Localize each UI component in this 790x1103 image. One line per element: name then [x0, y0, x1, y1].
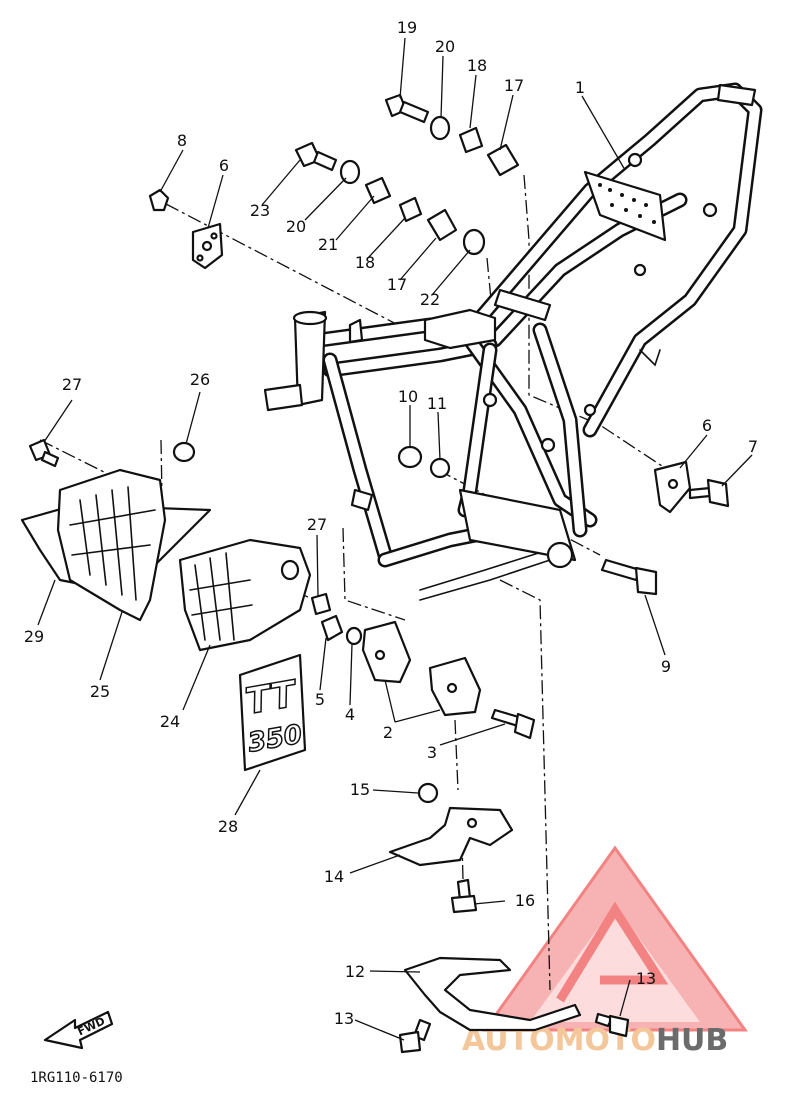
callout-11: 11 — [427, 394, 447, 413]
badge-text-top: TT — [243, 673, 302, 722]
bolt-16 — [450, 878, 478, 914]
callout-26: 26 — [190, 370, 210, 389]
callout-8: 8 — [177, 131, 187, 150]
callout-24: 24 — [160, 712, 180, 731]
collar-18 — [398, 196, 423, 223]
callout-12: 12 — [345, 962, 365, 981]
watermark-brand-part2: HUB — [656, 1023, 728, 1058]
bracket-2 — [361, 620, 482, 717]
bolt-19 — [384, 93, 430, 124]
drawing-code: 1RG110-6170 — [30, 1070, 123, 1086]
callout-15: 15 — [350, 780, 370, 799]
callout-18: 18 — [355, 253, 375, 272]
callout-27-left: 27 — [62, 375, 82, 394]
bolt-7 — [688, 478, 730, 508]
callout-4: 4 — [345, 705, 355, 724]
grill-25 — [56, 468, 167, 622]
callout-2: 2 — [383, 723, 393, 742]
screw-27-right — [310, 592, 332, 616]
washer-11 — [429, 457, 451, 479]
washer-4 — [345, 626, 363, 646]
screw-27-left — [28, 438, 60, 468]
damper-5 — [320, 614, 344, 642]
bolt-23 — [294, 141, 338, 172]
callout-22: 22 — [420, 290, 440, 309]
frame-main-1 — [263, 82, 763, 601]
callout-27-right: 27 — [307, 515, 327, 534]
callout-13-left: 13 — [334, 1009, 354, 1028]
callout-20: 20 — [286, 217, 306, 236]
bolt-3 — [490, 708, 536, 740]
grommet-26 — [172, 441, 196, 463]
callout-6-right: 6 — [702, 416, 712, 435]
washer-22 — [462, 228, 486, 256]
cap-15 — [417, 782, 439, 804]
collar-21 — [364, 176, 392, 205]
bracket-6-left — [191, 222, 224, 270]
callout-23: 23 — [250, 201, 270, 220]
callout-28: 28 — [218, 817, 238, 836]
callout-5: 5 — [315, 690, 325, 709]
grill-24 — [178, 538, 312, 652]
callout-17-top: 17 — [504, 76, 524, 95]
bolt-9 — [600, 558, 658, 596]
crossmember-holes — [598, 183, 656, 224]
callout-19: 19 — [397, 18, 417, 37]
callout-20-top: 20 — [435, 37, 455, 56]
badge-28: TT 350 — [238, 653, 307, 772]
bolt-13-right — [594, 1012, 630, 1038]
bolt-13-left — [398, 1018, 432, 1054]
callout-3: 3 — [427, 743, 437, 762]
callout-25: 25 — [90, 682, 110, 701]
collar-18-top — [458, 126, 484, 154]
callout-29: 29 — [24, 627, 44, 646]
nut-8 — [148, 188, 170, 212]
bracket-6-right — [653, 460, 692, 514]
callout-17: 17 — [387, 275, 407, 294]
bushing-10 — [397, 445, 423, 469]
callout-numbers: 1 19 20 18 17 8 6 23 20 21 18 17 22 10 1… — [24, 18, 758, 1028]
bushing-17-top — [486, 143, 520, 177]
callout-10: 10 — [398, 387, 418, 406]
washer-20 — [339, 159, 361, 185]
callout-1: 1 — [575, 78, 585, 97]
callout-18-top: 18 — [467, 56, 487, 75]
bracket-14 — [388, 806, 514, 867]
callout-16: 16 — [515, 891, 535, 910]
washer-20-top — [429, 115, 451, 141]
callout-21: 21 — [318, 235, 338, 254]
callout-14: 14 — [324, 867, 344, 886]
stand-12 — [403, 956, 582, 1032]
callout-13-right: 13 — [636, 969, 656, 988]
bushing-17 — [426, 208, 458, 242]
watermark-logo — [482, 845, 748, 1032]
callout-6-left: 6 — [219, 156, 229, 175]
callout-9: 9 — [661, 657, 671, 676]
callout-7: 7 — [748, 437, 758, 456]
leader-lines — [37, 37, 753, 1041]
fwd-arrow: FWD — [43, 1010, 114, 1050]
